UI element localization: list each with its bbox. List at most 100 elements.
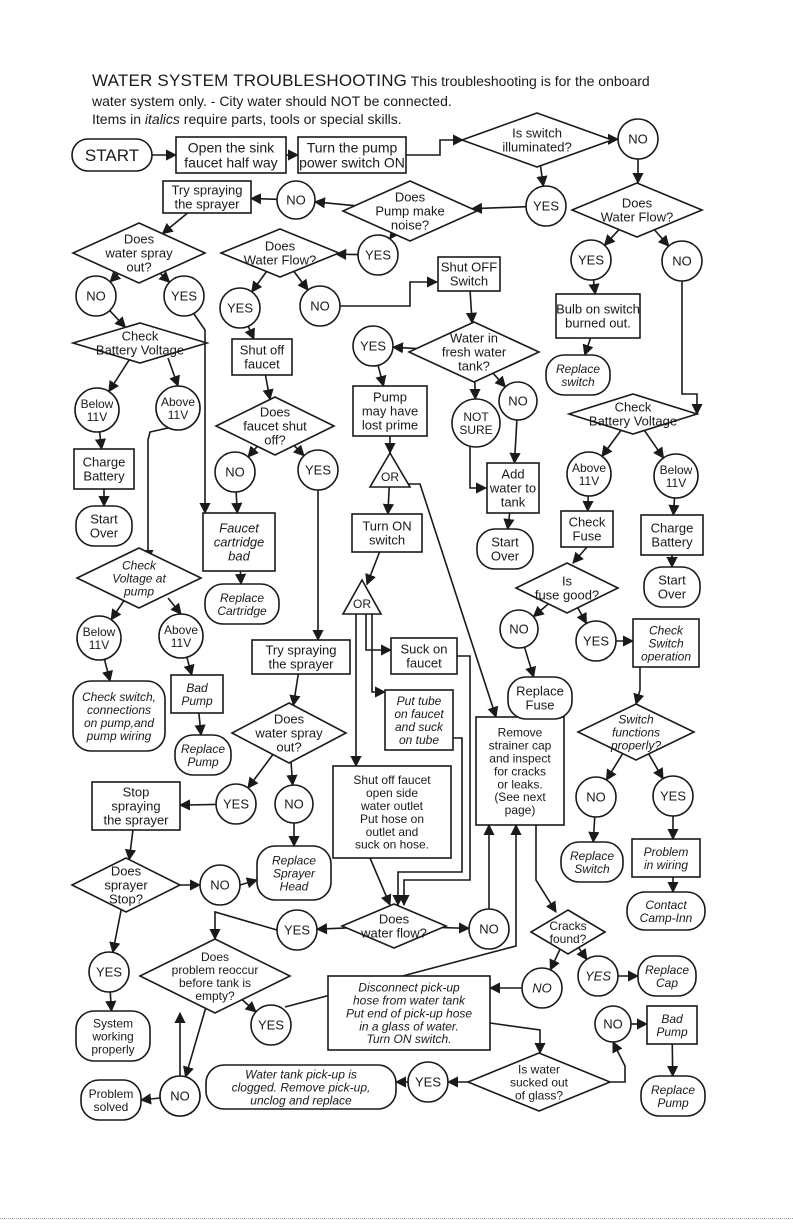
- connector-no-tank-to-add-water: [509, 419, 521, 465]
- pump-noise-label-line-1: Does: [395, 190, 426, 205]
- open-faucet-shape: [175, 136, 287, 174]
- pump-on-label-line-1: Turn the pump: [307, 139, 398, 155]
- lost-prime-label-line-3: lost prime: [362, 418, 418, 433]
- check-batt2-label-line-1: Check: [615, 400, 652, 415]
- above11-c-label-line-2: 11V: [579, 474, 599, 488]
- problem-reoccur-label-line-1: Does: [201, 950, 229, 964]
- replace-pump2-label-line-1: Replace: [651, 1083, 695, 1097]
- replace-pump1-shape: [174, 734, 232, 776]
- connector-faucet-cart-to-replace-cart: [234, 570, 247, 586]
- switch-func-shape: [576, 703, 696, 761]
- node-no-flow1-circle: NO: [299, 285, 341, 327]
- replace-head-label-line-3: Head: [280, 879, 309, 893]
- faucet-cart-shape: [202, 512, 276, 572]
- connector-switch-func-to-yes-func: [647, 753, 664, 780]
- replace-head-shape: [256, 845, 332, 901]
- system-ok-label-line-2: working: [91, 1029, 133, 1043]
- connector-problem-reoccur-to-yes-reoccur: [241, 999, 257, 1013]
- start-over2-label-line-1: Start: [491, 535, 519, 550]
- suck-faucet-label-line-2: faucet: [406, 656, 442, 671]
- connector-above11-b-to-bad-pump1: [183, 656, 195, 677]
- faucet-cart-label-line-2: cartridge: [214, 535, 265, 550]
- yes-stop-shape: [88, 951, 130, 993]
- switch-func-label-line-2: functions: [612, 725, 660, 739]
- shut-outlet-label-line-6: suck on hose.: [355, 838, 429, 852]
- faucet-shut-label-line-2: faucet shut: [243, 419, 307, 434]
- open-faucet-label-line-1: Open the sink: [188, 139, 275, 155]
- replace-pump1-label-line-1: Replace: [181, 742, 225, 756]
- check-volt-pump-label-line-2: Voltage at: [112, 571, 166, 585]
- spray-out1-label-line-1: Does: [124, 232, 155, 247]
- below11-b-label-line-1: Below: [83, 625, 116, 639]
- faucet-shut-label-line-1: Does: [260, 405, 291, 420]
- remove-strainer-label-line-5: or leaks.: [497, 777, 542, 791]
- connector-disconnect-to-sucked-out: [489, 1022, 546, 1055]
- fuse-good-shape: [514, 562, 620, 614]
- sprayer-stop-label-line-2: sprayer: [104, 878, 148, 893]
- contact-camp-label-line-2: Camp-Inn: [640, 911, 693, 925]
- water-flow3-label-line-1: Does: [622, 196, 653, 211]
- node-no-sucked-circle: NO: [594, 1005, 632, 1043]
- yes-fuse-shape: [575, 620, 617, 662]
- replace-switch1-label-line-1: Replace: [556, 362, 600, 376]
- switch-illum-shape: [459, 112, 615, 168]
- yes-cracks-label-line-1: YES: [585, 969, 611, 984]
- above11-b-shape: [158, 613, 204, 659]
- node-yes-func-circle: YES: [652, 775, 694, 817]
- yes-flow1-shape: [219, 287, 261, 329]
- connector-yes-flow2-to-problem-reoccur: [209, 910, 278, 941]
- node-yes-fuse-circle: YES: [575, 620, 617, 662]
- start-over3-label-line-1: Start: [658, 573, 686, 588]
- problem-wiring-shape: [631, 838, 701, 878]
- connector-below11-a-to-charge-batt1: [94, 431, 107, 451]
- connector-water-flow3-to-yes-flow3: [603, 228, 620, 247]
- no-cracks-label-line-1: NO: [532, 981, 552, 996]
- below11-c-label-line-2: 11V: [666, 476, 686, 490]
- connector-shut-outlet-to-water-flow2: [369, 857, 392, 907]
- spray-out2-label-line-2: water spray: [254, 726, 323, 741]
- no-noise-label-line-1: NO: [286, 193, 306, 208]
- start-over3-shape: [643, 566, 701, 608]
- yes-spray2-shape: [215, 783, 257, 825]
- cracks-found-label-line-2: found?: [550, 932, 587, 946]
- switch-illum-label-line-2: illuminated?: [502, 140, 571, 155]
- system-ok-label-line-1: System: [93, 1016, 133, 1030]
- suck-faucet-shape: [390, 637, 458, 675]
- connector-spray-out1-to-yes-spray1: [158, 271, 171, 283]
- header-intro: This troubleshooting is for the onboard: [410, 73, 650, 89]
- yes-sucked-label-line-1: YES: [415, 1075, 441, 1090]
- no-stop-label-line-1: NO: [210, 878, 230, 893]
- above11-a-label-line-1: Above: [161, 395, 195, 409]
- charge-batt2-shape: [640, 514, 704, 556]
- connector-bad-pump1-to-replace-pump1: [194, 712, 206, 737]
- fuse-good-label-line-1: Is: [562, 574, 573, 589]
- problem-wiring-label-line-2: in wiring: [644, 858, 688, 872]
- spray-out1-label-line-2: water spray: [104, 246, 173, 261]
- connector-yes-spray1-to-faucet-cart: [193, 313, 211, 515]
- bad-pump1-label-line-2: Pump: [181, 694, 213, 708]
- connector-shut-switch-to-water-tank: [465, 290, 478, 324]
- check-batt1-label-line-1: Check: [122, 329, 159, 344]
- contact-camp-label-line-1: Contact: [645, 898, 687, 912]
- yes-illum-shape: [525, 185, 567, 227]
- header-line-1: WATER SYSTEM TROUBLESHOOTING This troubl…: [92, 71, 650, 91]
- yes-flow2-label-line-1: YES: [284, 923, 310, 938]
- node-yes-shut-circle: YES: [297, 449, 339, 491]
- remove-strainer-shape: [475, 716, 565, 826]
- node-no-solved-circle: NO: [159, 1075, 201, 1117]
- no-flow1-shape: [299, 285, 341, 327]
- above11-b-label-line-2: 11V: [171, 636, 191, 650]
- below11-b-shape: [76, 615, 122, 661]
- yes-stop-label-line-1: YES: [96, 965, 122, 980]
- connector-bulb-burned-to-replace-switch1: [582, 337, 594, 357]
